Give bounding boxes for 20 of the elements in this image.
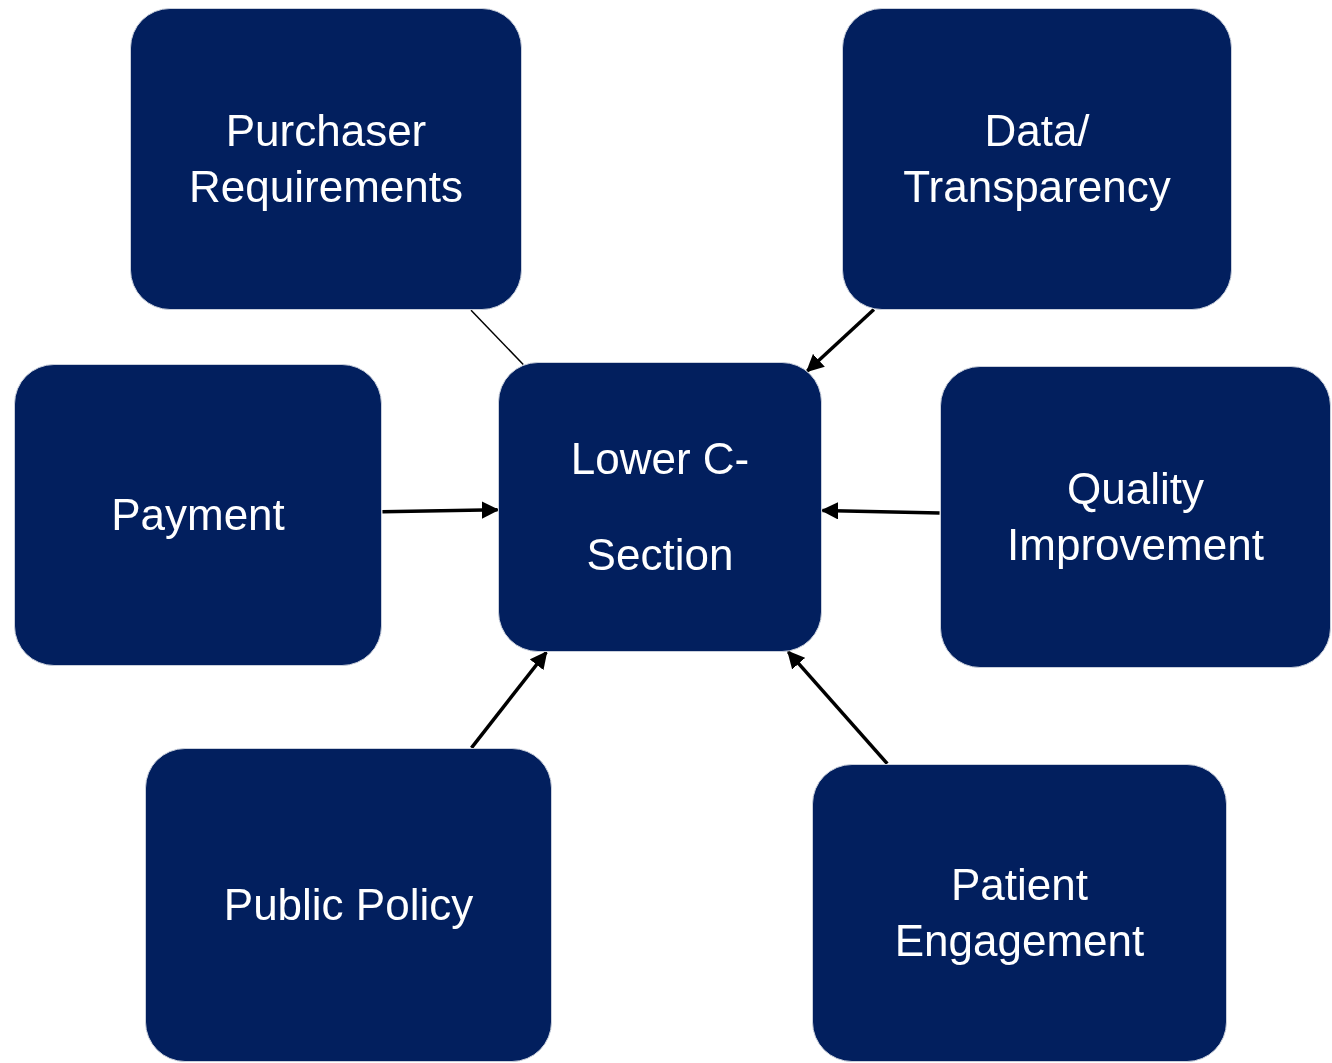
arrow (382, 501, 500, 519)
rounded-box (940, 366, 1331, 668)
node-label: Quality Improvement (1006, 463, 1265, 571)
node-label: Patient Engagement (893, 859, 1146, 967)
arrow (820, 502, 940, 520)
arrow (806, 308, 876, 373)
rounded-box (842, 8, 1232, 310)
rounded-box (812, 764, 1227, 1062)
node-label: Lower C-Section (569, 433, 751, 581)
arrow (470, 650, 548, 749)
rounded-box (145, 748, 552, 1062)
rounded-box (498, 362, 822, 652)
node-label: Public Policy (223, 879, 474, 931)
rounded-box (130, 8, 522, 310)
connector-line (470, 309, 524, 366)
arrow (786, 650, 889, 765)
rounded-box (14, 364, 382, 666)
node-label: Data/ Transparency (902, 105, 1172, 213)
node-label: Purchaser Requirements (188, 105, 464, 213)
node-label: Payment (111, 489, 285, 541)
